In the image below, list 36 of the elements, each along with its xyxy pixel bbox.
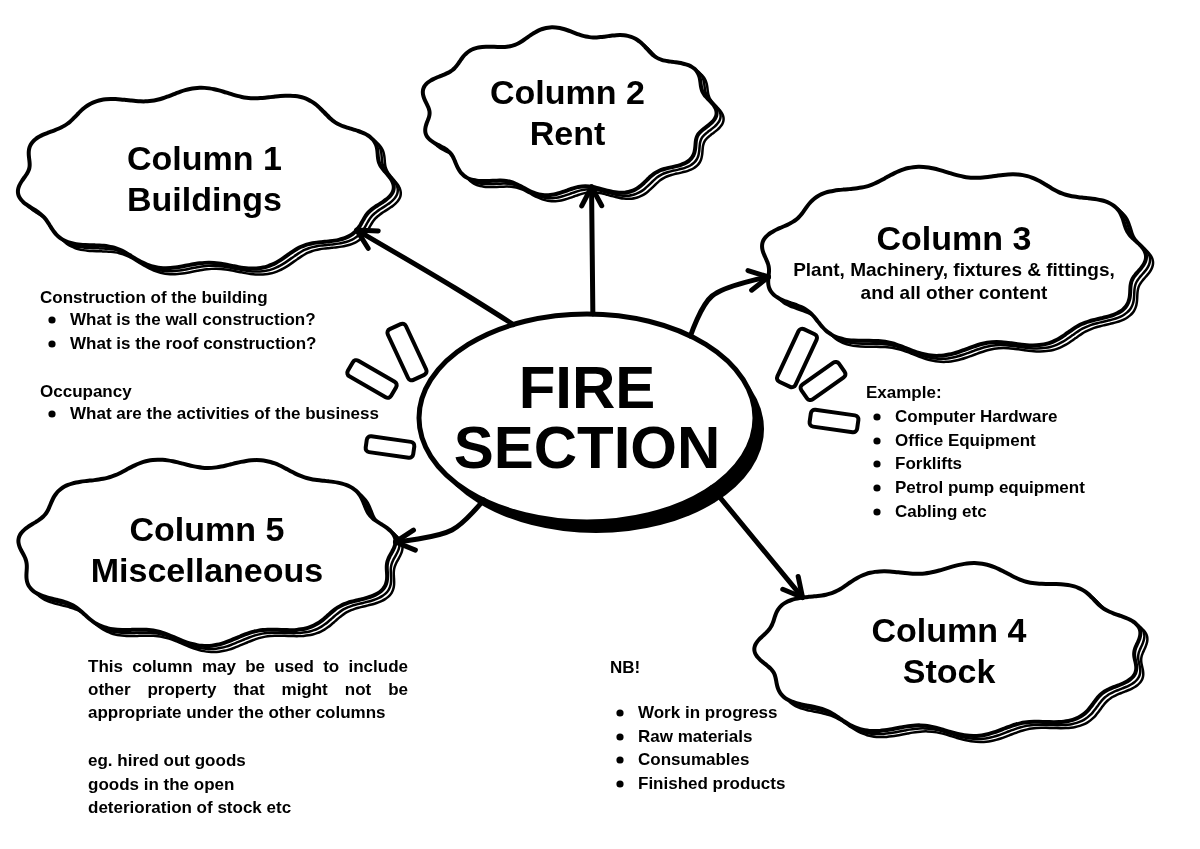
bullet-text: Work in progress [638, 703, 778, 723]
column-subject: Plant, Machinery, fixtures & fittings, and all other content [792, 259, 1116, 305]
bullet-text: What are the activities of the business [70, 404, 379, 424]
curved-arrow [687, 268, 771, 339]
column-subject: Miscellaneous [90, 550, 324, 591]
column-heading: Column 4 [871, 610, 1027, 651]
bullet-text: What is the wall construction? [70, 310, 316, 330]
bullet-text: What is the roof construction? [70, 334, 317, 354]
column-heading: Column 2 [490, 72, 645, 113]
central-title: FIRE SECTION [452, 358, 722, 478]
bullet-text: Cabling etc [895, 502, 987, 522]
column-subject: Buildings [127, 178, 282, 220]
note-heading: Construction of the building [40, 288, 268, 308]
column-heading: Column 3 [876, 218, 1032, 260]
bullet-text: Raw materials [638, 727, 753, 747]
bullet-text: Forklifts [895, 454, 963, 474]
note-heading: Occupancy [40, 382, 132, 402]
curved-arrow [354, 227, 516, 327]
bullet-text: Consumables [638, 750, 750, 770]
note-text: eg. hired out goods [88, 751, 246, 771]
column-heading: Column 1 [127, 137, 282, 179]
bullet-text: Computer Hardware [895, 407, 1058, 427]
note-paragraph: This column may be used to include other property that might not be appropriate under the other columns [88, 656, 408, 724]
column-subject: Rent [529, 113, 606, 154]
bullet-text: Finished products [638, 774, 786, 794]
curved-arrow [393, 497, 487, 553]
column-subject: Stock [902, 651, 996, 692]
curved-arrow [709, 485, 806, 601]
curved-arrow [579, 184, 605, 317]
note-text: deterioration of stock etc [88, 798, 292, 818]
column-heading: Column 5 [129, 509, 285, 550]
note-text: goods in the open [88, 775, 235, 795]
note-heading: NB! [610, 658, 641, 678]
bullet-text: Petrol pump equipment [895, 478, 1085, 498]
note-heading: Example: [866, 383, 942, 403]
bullet-text: Office Equipment [895, 431, 1036, 451]
